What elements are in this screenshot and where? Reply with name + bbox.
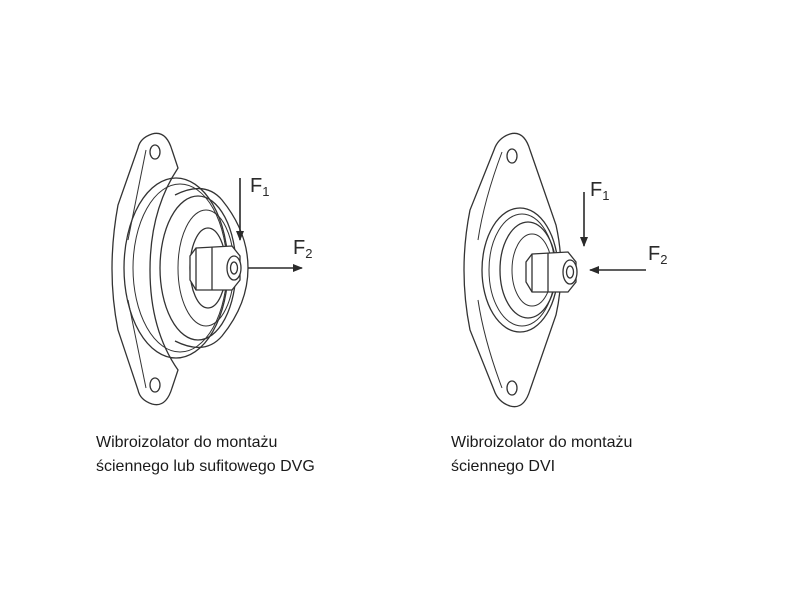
dvi-top-hole [506, 148, 518, 164]
dvi-force-f1-label: F1 [590, 179, 609, 203]
dvg-caption-line1: Wibroizolator do montażu [96, 434, 278, 451]
dvi-flange [463, 132, 562, 408]
dvg-mount-drawing [111, 132, 249, 406]
dvg-force-f1-label: F1 [250, 175, 269, 199]
dvg-force-f2-label: F2 [293, 237, 312, 261]
dvg-caption: Wibroizolator do montażu ściennego lub s… [96, 431, 315, 479]
dvg-caption-line2: ściennego lub sufitowego DVG [96, 458, 315, 475]
dvi-force-f2-label: F2 [648, 243, 667, 267]
dvi-hex-nut [525, 251, 578, 293]
dvg-top-hole [149, 144, 161, 160]
dvg-flange [111, 132, 179, 406]
dvi-caption-line2: ściennego DVI [451, 458, 556, 475]
dvi-caption: Wibroizolator do montażu ściennego DVI [451, 431, 632, 479]
dvi-bottom-hole [506, 380, 518, 396]
dvg-bottom-hole [149, 377, 161, 393]
dvi-caption-line1: Wibroizolator do montażu [451, 434, 633, 451]
dvi-mount-drawing [463, 132, 578, 408]
dvg-hex-nut [189, 245, 242, 291]
